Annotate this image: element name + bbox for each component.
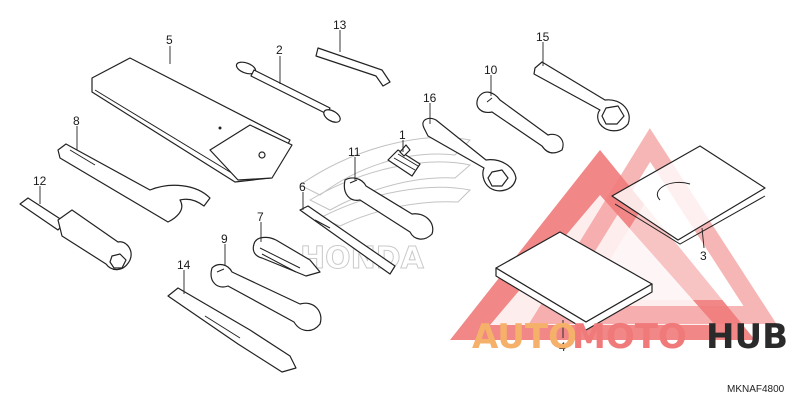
part-3-document-pouch [611, 145, 766, 245]
callout-15: 15 [536, 30, 550, 44]
callout-6: 6 [299, 180, 306, 194]
part-1-fuse-puller [387, 144, 421, 177]
callout-14: 14 [177, 258, 191, 272]
callout-10: 10 [484, 63, 498, 77]
part-4-owners-manual [495, 231, 653, 331]
callout-4: 4 [559, 340, 566, 354]
callout-9: 9 [221, 232, 228, 246]
callout-12: 12 [33, 174, 47, 188]
part-6-screwdriver-bit [299, 205, 396, 275]
part-12-plug-wrench [19, 197, 132, 271]
automotohub-watermark-text: AUTO MOTO HUB [472, 317, 788, 357]
leader-lines [39, 30, 705, 338]
callout-11: 11 [348, 145, 361, 159]
watermark-word-hub: HUB [706, 317, 788, 357]
part-10-wrench [476, 91, 564, 154]
part-14-handle-extension [167, 287, 297, 373]
part-5-tool-bag [91, 57, 293, 183]
callout-16: 16 [423, 91, 437, 105]
part-7-screwdriver-handle [252, 236, 321, 277]
callout-8: 8 [73, 114, 80, 128]
drawing-code: MKNAF4800 [727, 384, 785, 395]
part-16-spanner [422, 117, 517, 192]
part-8-pin-spanner [57, 143, 211, 223]
part-9-wrench [210, 263, 322, 332]
part-11-wrench [343, 177, 434, 240]
watermark-word-moto: MOTO [572, 317, 687, 357]
callout-2: 2 [276, 43, 283, 57]
callout-13: 13 [333, 18, 347, 32]
part-13-hex-key [315, 47, 391, 87]
callout-labels: 5 2 13 10 15 16 1 11 6 8 12 7 9 14 4 3 [33, 18, 707, 354]
part-2-rod [235, 61, 341, 123]
callout-1: 1 [399, 128, 406, 142]
callout-7: 7 [257, 210, 264, 224]
callout-3: 3 [700, 249, 707, 263]
part-15-box-wrench [533, 61, 630, 132]
callout-5: 5 [166, 33, 173, 47]
watermark-word-auto: AUTO [472, 317, 577, 357]
